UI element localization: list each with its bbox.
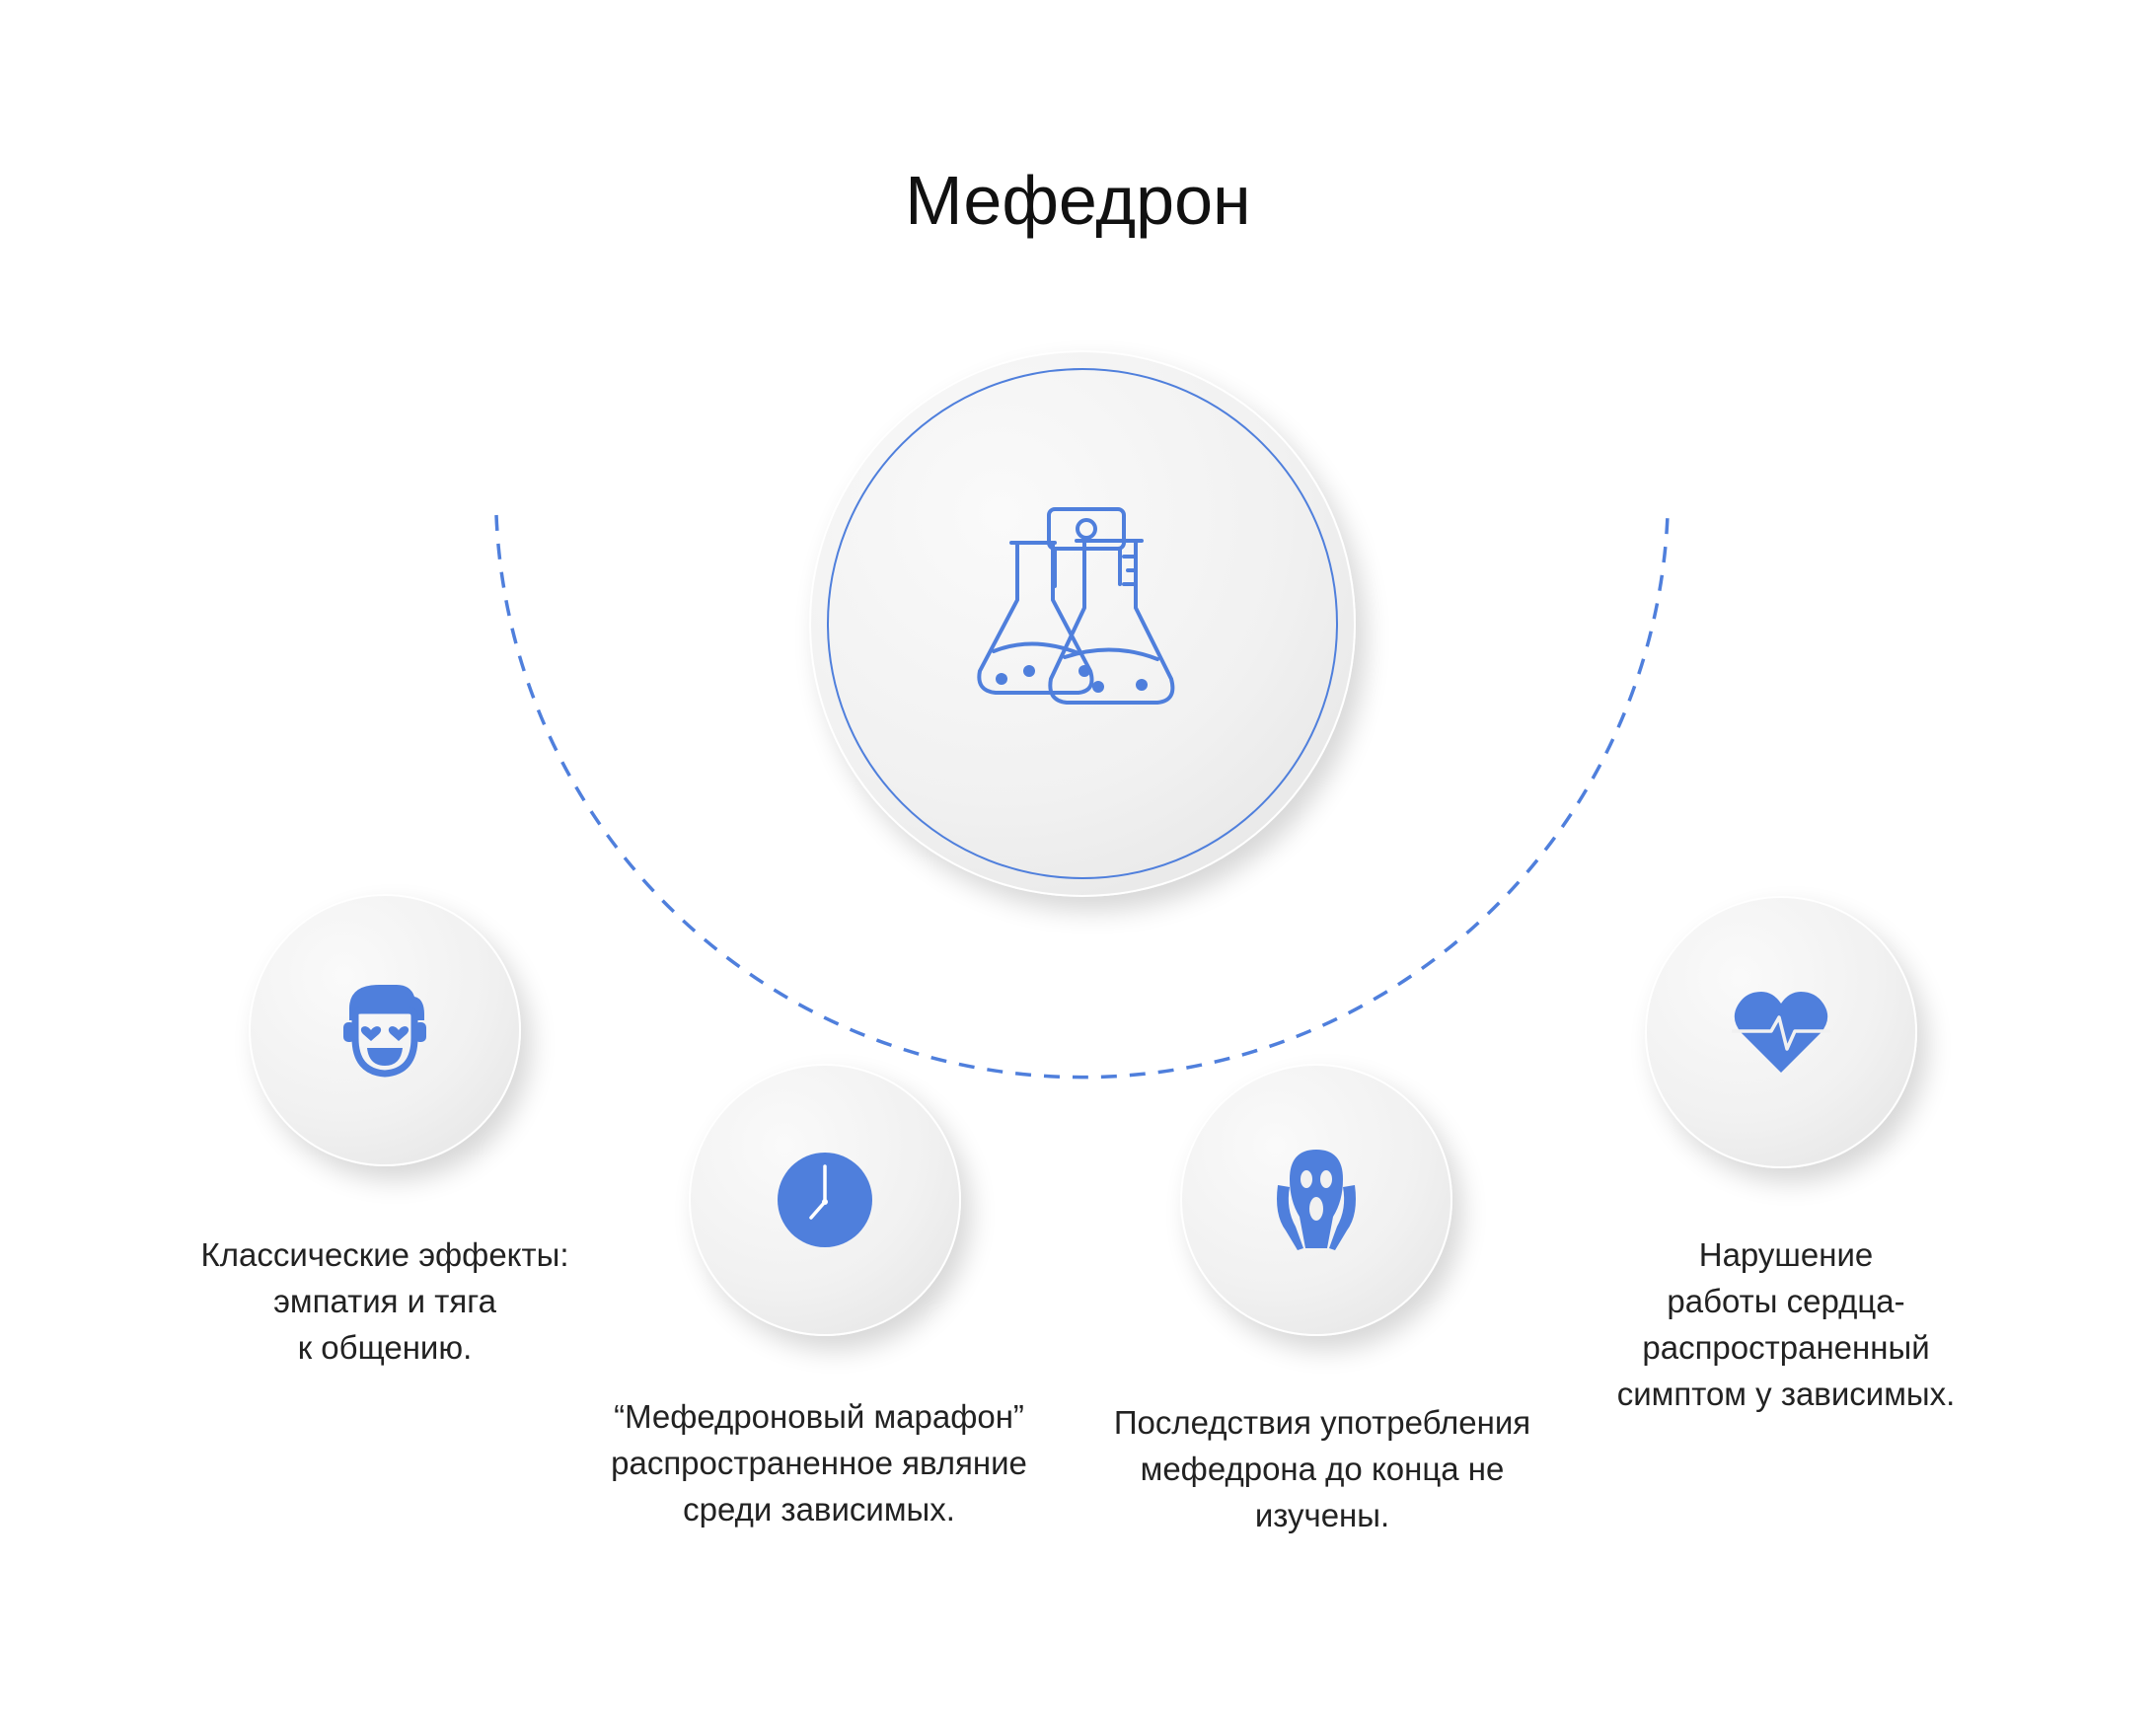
consequences-label: Последствия употребления мефедрона до ко… [1066, 1399, 1579, 1538]
marathon-label: “Мефедроновый марафон” распространенное … [562, 1393, 1076, 1532]
face-hearts-icon [335, 981, 434, 1080]
effects-label: Классические эффекты: эмпатия и тяга к о… [168, 1231, 602, 1371]
consequences-line-2: мефедрона до конца не [1140, 1451, 1505, 1487]
page-title: Мефедрон [905, 162, 1251, 239]
central-ring [827, 368, 1338, 879]
consequences-line-3: изучены. [1254, 1497, 1390, 1533]
marathon-circle [689, 1064, 961, 1336]
heart-line-4: симптом у зависимых. [1616, 1376, 1956, 1412]
effects-circle [249, 894, 521, 1166]
marathon-line-1: “Мефедроновый марафон” [614, 1398, 1024, 1435]
heart-circle [1645, 896, 1917, 1168]
marathon-line-2: распространенное являние [611, 1445, 1027, 1481]
consequences-circle [1180, 1064, 1452, 1336]
consequences-line-1: Последствия употребления [1113, 1404, 1531, 1441]
scream-icon [1272, 1146, 1361, 1254]
heart-label: Нарушение работы сердца- распространенны… [1569, 1231, 2003, 1417]
effects-line-2: эмпатия и тяга [273, 1283, 496, 1319]
heart-line-1: Нарушение [1698, 1236, 1874, 1273]
central-circle [809, 350, 1356, 897]
effects-line-1: Классические эффекты: [200, 1236, 569, 1273]
effects-line-3: к общению. [297, 1329, 473, 1366]
heart-pulse-icon [1732, 988, 1830, 1077]
heart-line-2: работы сердца- [1667, 1283, 1905, 1319]
clock-icon [776, 1151, 874, 1249]
marathon-line-3: среди зависимых. [683, 1491, 955, 1528]
heart-line-3: распространенный [1642, 1329, 1930, 1366]
